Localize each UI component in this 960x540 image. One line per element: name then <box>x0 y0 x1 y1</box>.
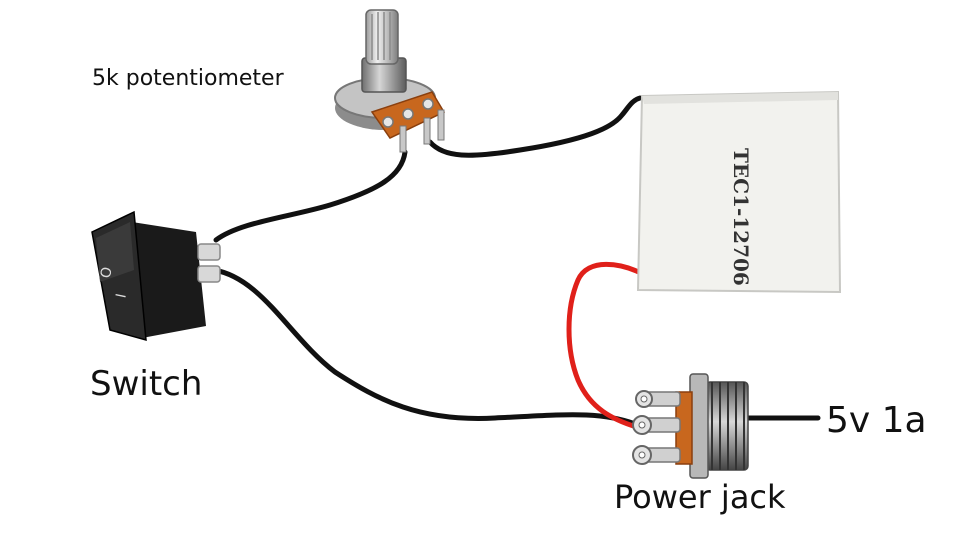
power-jack <box>632 373 749 479</box>
tec-module: TEC1-12706 <box>636 90 842 294</box>
rocker-switch: O I <box>91 210 221 342</box>
switch-on-mark: I <box>113 292 130 299</box>
wires <box>211 95 821 431</box>
pot-terminals <box>382 98 445 153</box>
potentiometer <box>334 9 446 153</box>
pot-knob-ridges <box>371 12 391 60</box>
switch-off-mark: O <box>98 266 116 280</box>
tec-plate-edge <box>642 92 838 104</box>
wire-pot-to-switch <box>213 149 408 243</box>
switch-label: Switch <box>90 364 203 404</box>
supply-label: 5v 1a <box>826 400 927 441</box>
jack-barrel-threads <box>711 382 745 470</box>
switch-terminals <box>197 243 221 283</box>
tec-part-number: TEC1-12706 <box>729 148 753 286</box>
potentiometer-label: 5k potentiometer <box>92 66 284 91</box>
wire-switch-to-jack <box>211 267 641 428</box>
switch-body <box>132 222 206 338</box>
power-jack-label: Power jack <box>614 478 786 516</box>
switch-rocker-highlight <box>96 222 134 282</box>
jack-lugs <box>632 390 681 465</box>
pot-knob-shaft <box>365 9 399 65</box>
wire-red-tec-to-jack <box>566 261 648 431</box>
wire-pot-to-tec <box>427 95 643 158</box>
